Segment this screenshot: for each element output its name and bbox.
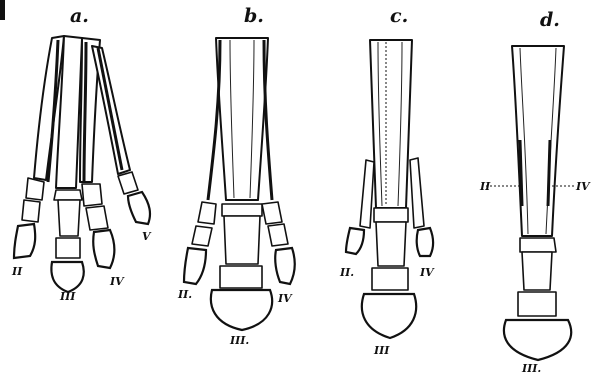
- panel-b-metacarpal-iii: [216, 38, 268, 200]
- panel-c-label-iv: IV: [419, 266, 435, 279]
- panel-c-label-ii: II.: [339, 266, 354, 279]
- panel-b-label-iv: IV: [277, 292, 293, 305]
- panel-a-label-iv: IV: [109, 275, 125, 288]
- panel-d-label-ii: II: [479, 180, 491, 193]
- panel-d-letter: d.: [540, 9, 560, 31]
- panel-c: c. II. III IV: [339, 5, 435, 357]
- scan-edge-mark: [0, 0, 5, 20]
- panel-b-letter: b.: [244, 5, 264, 27]
- panel-a-letter: a.: [70, 5, 89, 27]
- panel-c-letter: c.: [390, 5, 408, 27]
- panel-d: d. II III. IV: [479, 9, 591, 373]
- panel-a-label-iii: III: [59, 290, 76, 303]
- panel-a-label-ii: II: [11, 265, 23, 278]
- panel-a-label-v: V: [142, 230, 152, 243]
- panel-b-label-ii: II.: [177, 288, 192, 301]
- panel-c-label-iii: III: [373, 344, 390, 357]
- panel-d-label-iv: IV: [575, 180, 591, 193]
- panel-c-metacarpal-iii: [370, 40, 412, 208]
- panel-d-label-iii: III.: [521, 362, 541, 373]
- panel-b: b. II. III. IV: [177, 5, 295, 347]
- panel-a: a. II III IV V: [11, 5, 152, 303]
- panel-b-label-iii: III.: [229, 334, 249, 347]
